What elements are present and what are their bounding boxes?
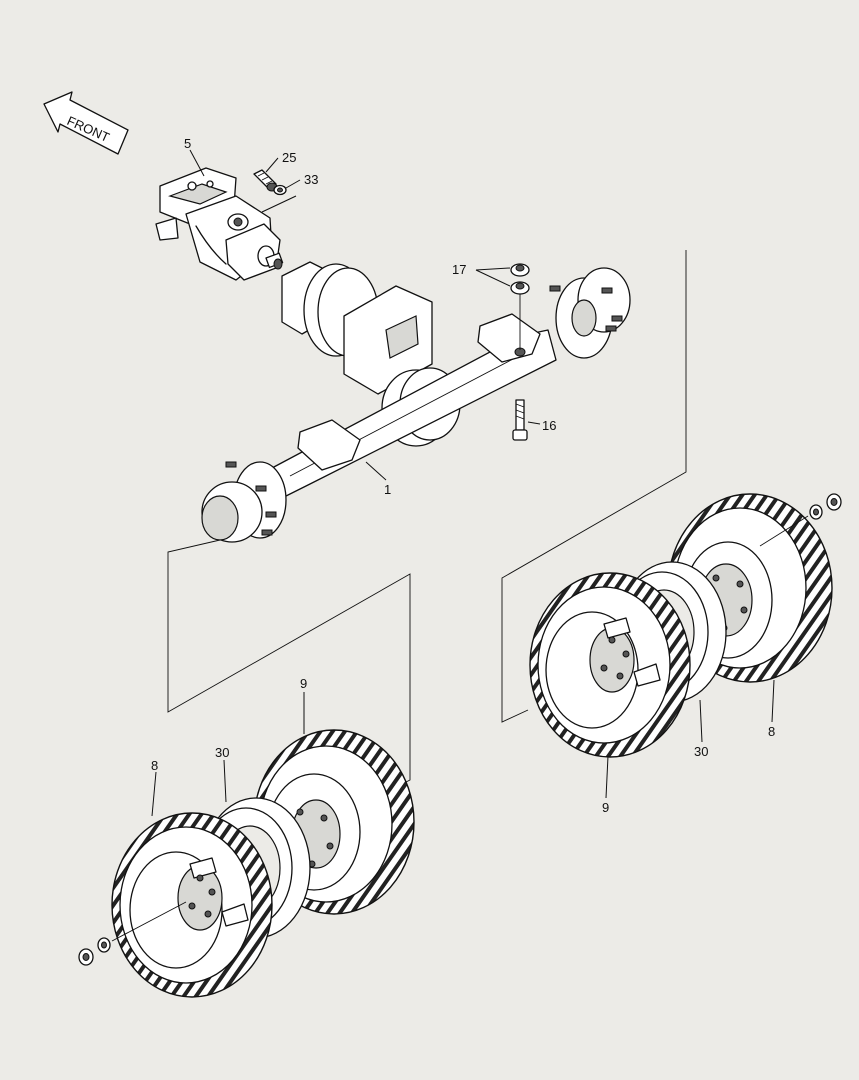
- callout-washer: 33: [304, 172, 318, 187]
- washer: [273, 184, 287, 196]
- callout-labels: 5 25 33 17 16 1 9 8 30 9 8 30: [151, 136, 775, 815]
- callout-tire-rear-left: 8: [151, 758, 158, 773]
- axle-housing: [201, 267, 631, 543]
- screw: [253, 169, 278, 192]
- callout-nuts: 17: [452, 262, 466, 277]
- wheel-nut-left: [78, 901, 187, 966]
- front-direction-arrow: FRONT: [43, 91, 129, 155]
- bolt: [512, 399, 528, 441]
- callout-tire-front-right: 9: [602, 800, 609, 815]
- callout-axle: 1: [384, 482, 391, 497]
- callout-screw: 25: [282, 150, 296, 165]
- hydraulic-motor: [155, 167, 284, 281]
- tire-rear-left: [111, 812, 273, 998]
- callout-tire-front-left: 9: [300, 676, 307, 691]
- callout-spacer-right: 30: [694, 744, 708, 759]
- nuts: [510, 263, 530, 350]
- callout-bolt: 16: [542, 418, 556, 433]
- assembly-guide-lines: [167, 250, 687, 787]
- wheel-nut-right: [759, 493, 842, 547]
- callout-motor: 5: [184, 136, 191, 151]
- leader-lines: [151, 149, 775, 817]
- callout-tire-rear-right: 8: [768, 724, 775, 739]
- callout-spacer-left: 30: [215, 745, 229, 760]
- tire-front-right: [529, 572, 691, 758]
